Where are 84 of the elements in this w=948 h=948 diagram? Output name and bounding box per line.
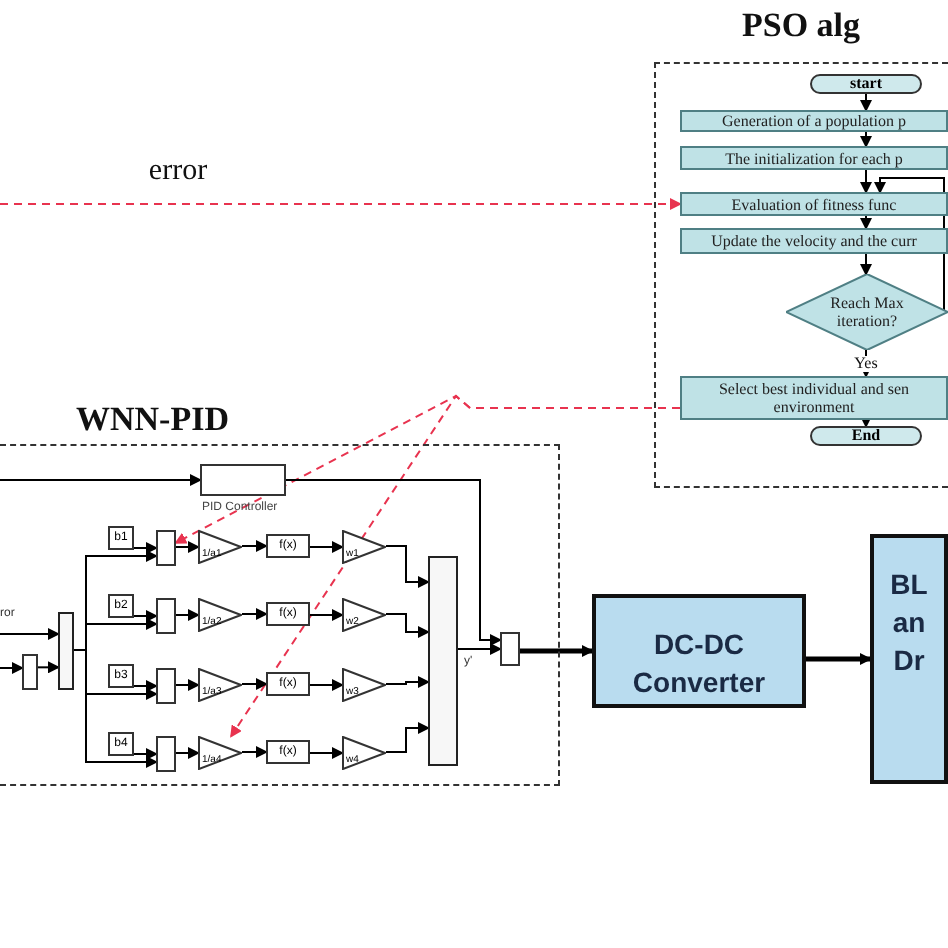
mux-bar [58,612,74,690]
arrow [860,93,872,112]
arrow [860,253,872,276]
arrow [37,661,60,674]
arrow [860,215,872,230]
parameter-block [108,526,134,550]
parameter-block [266,740,310,764]
sum-block [156,668,176,704]
arrow [309,541,344,553]
node-text: Evaluation of fitness func [731,195,897,213]
arrow [133,542,158,554]
arrow [309,609,344,621]
node-text: The initialization for each p [725,149,903,167]
node-text: start [850,76,882,92]
arrow [860,169,872,194]
gain-triangle [342,530,386,564]
arrow [520,645,594,657]
arrow [73,649,158,768]
parameter-block [108,732,134,756]
parameter-block [108,594,134,618]
group-title: WNN-PID [76,400,229,440]
gain-triangle [342,736,386,770]
gain-triangle [342,668,386,702]
node-text: End [851,428,881,444]
parameter-block [266,534,310,558]
arrow [385,676,430,688]
arrow [0,662,24,674]
gain-triangle [198,736,242,770]
node-text: Generation of a population p [722,112,906,130]
arrow [860,416,872,428]
arrow [457,643,502,655]
arrow [285,479,502,646]
node-text: Update the velocity and the curr [711,232,917,250]
node-text: BL an Dr [888,566,930,680]
sum-block [22,654,38,690]
parameter-block [266,672,310,696]
arrow [860,131,872,148]
arrow [385,613,430,638]
parameter-block [108,664,134,688]
process-box [680,110,948,132]
arrow [241,678,268,690]
arrow [133,680,158,692]
arrow [806,653,872,665]
terminal-box [810,74,922,94]
arrow [230,394,681,738]
terminal-box [810,426,922,446]
node-text: Reach Max iteration? [828,294,906,330]
gain-triangle [198,530,242,564]
arrow [309,679,344,691]
arrow [0,474,202,486]
process-box [592,594,806,708]
node-text: Select best individual and sen environment [716,380,912,416]
node-text: DC-DC Converter [630,626,768,702]
gain-triangle [198,668,242,702]
process-box [680,228,948,254]
arrow [309,747,344,759]
edge-label: Yes [852,356,880,372]
group-title: PSO alg [742,6,861,46]
arrow [175,747,200,759]
arrow [175,609,200,621]
arrow [133,610,158,622]
arrow [241,540,268,552]
gain-triangle [342,598,386,632]
arrow [0,198,682,210]
arrow [0,628,60,640]
decision-diamond [786,274,948,350]
sum-block [156,598,176,634]
sum-block [156,736,176,772]
process-box [680,146,948,170]
arrow [385,545,430,588]
process-box [680,192,948,216]
mux-bar [428,556,458,766]
process-box [870,534,948,784]
arrow [133,748,158,760]
arrow [175,541,200,553]
sum-block [156,530,176,566]
process-box [680,376,948,420]
arrow [175,679,200,691]
arrow [385,722,430,753]
parameter-block [266,602,310,626]
arrow [241,608,268,620]
sum-block [500,632,520,666]
gain-triangle [198,598,242,632]
arrow [241,746,268,758]
